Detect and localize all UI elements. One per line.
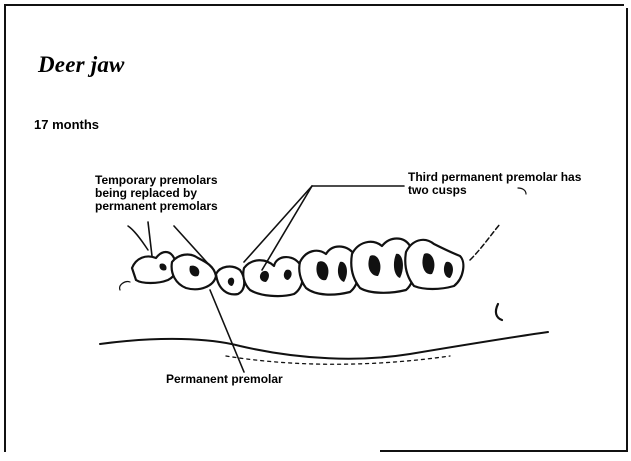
temporary-premolar-1 [132, 252, 177, 283]
third-premolar-text: Third permanent premolar has two cusps [408, 171, 598, 197]
pointer-permanent [210, 290, 244, 372]
temporary-premolars-text: Temporary premolars being replaced by pe… [95, 174, 235, 213]
permanent-premolar-label: Permanent premolar [166, 373, 283, 386]
permanent-premolar-3 [243, 257, 303, 296]
tooth-row [132, 239, 463, 297]
third-premolar-label: Third permanent premolar has two cusps [408, 171, 598, 197]
pointer-third-1 [244, 186, 312, 262]
pointer-temporary-1 [148, 222, 152, 256]
molar-1 [299, 247, 359, 295]
temporary-premolars-label: Temporary premolars being replaced by pe… [95, 174, 235, 213]
